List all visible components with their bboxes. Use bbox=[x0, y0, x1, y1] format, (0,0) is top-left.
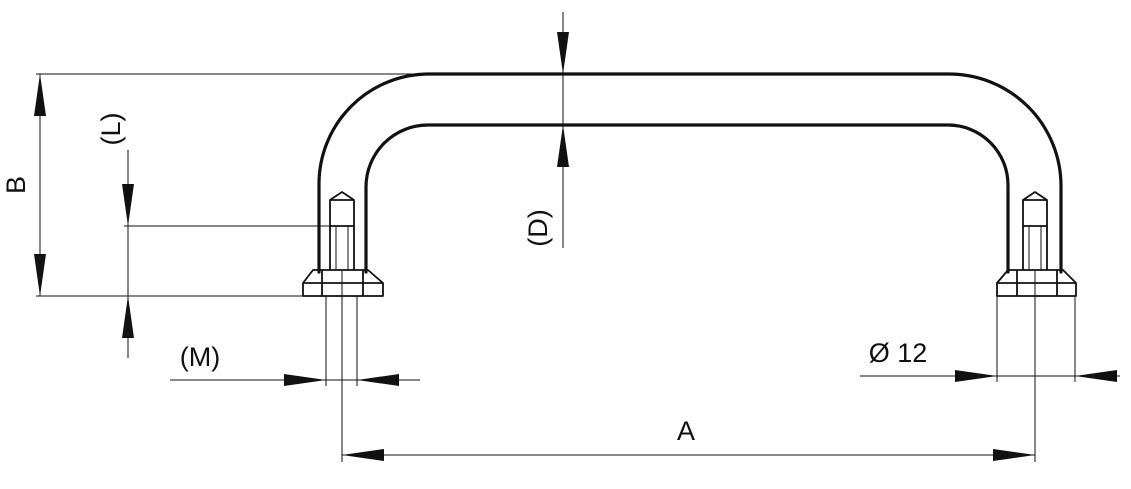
dim-l-arrow-top bbox=[122, 184, 134, 226]
left-pin bbox=[329, 191, 355, 270]
dim-m-label: (M) bbox=[180, 342, 220, 372]
dim-b-label: B bbox=[1, 176, 31, 194]
dim-m-arrow-right bbox=[357, 374, 399, 386]
dim-a-label: A bbox=[677, 416, 695, 446]
dim-l-arrow-bottom bbox=[122, 296, 134, 338]
dimension-d: (D) bbox=[523, 12, 569, 248]
dim-d-arrow-top bbox=[557, 32, 569, 74]
dimension-l: (L) bbox=[96, 113, 330, 358]
left-foot bbox=[302, 191, 384, 297]
dim-d-label: (D) bbox=[523, 209, 553, 246]
dim-diameter-arrow-right bbox=[1075, 370, 1117, 382]
dim-d-arrow-bottom bbox=[557, 125, 569, 167]
handle-outline bbox=[317, 72, 1063, 274]
dimension-m: (M) bbox=[170, 296, 420, 386]
right-pin bbox=[1022, 191, 1048, 270]
dim-a-arrow-right bbox=[993, 449, 1035, 461]
dim-a-arrow-left bbox=[342, 449, 384, 461]
handle-outer-contour bbox=[317, 72, 1063, 274]
handle-inner-contour bbox=[364, 123, 1010, 274]
dimension-diameter: Ø 12 bbox=[860, 296, 1120, 382]
dimension-a: A bbox=[341, 270, 1036, 462]
dim-diameter-label: Ø 12 bbox=[869, 338, 928, 368]
dim-l-label: (L) bbox=[96, 113, 126, 146]
dim-m-arrow-left bbox=[284, 374, 326, 386]
dim-diameter-arrow-left bbox=[955, 370, 997, 382]
dim-b-arrow-top bbox=[34, 74, 46, 116]
dim-b-arrow-bottom bbox=[34, 254, 46, 296]
dimension-b: B bbox=[1, 73, 430, 297]
right-foot bbox=[996, 191, 1077, 297]
